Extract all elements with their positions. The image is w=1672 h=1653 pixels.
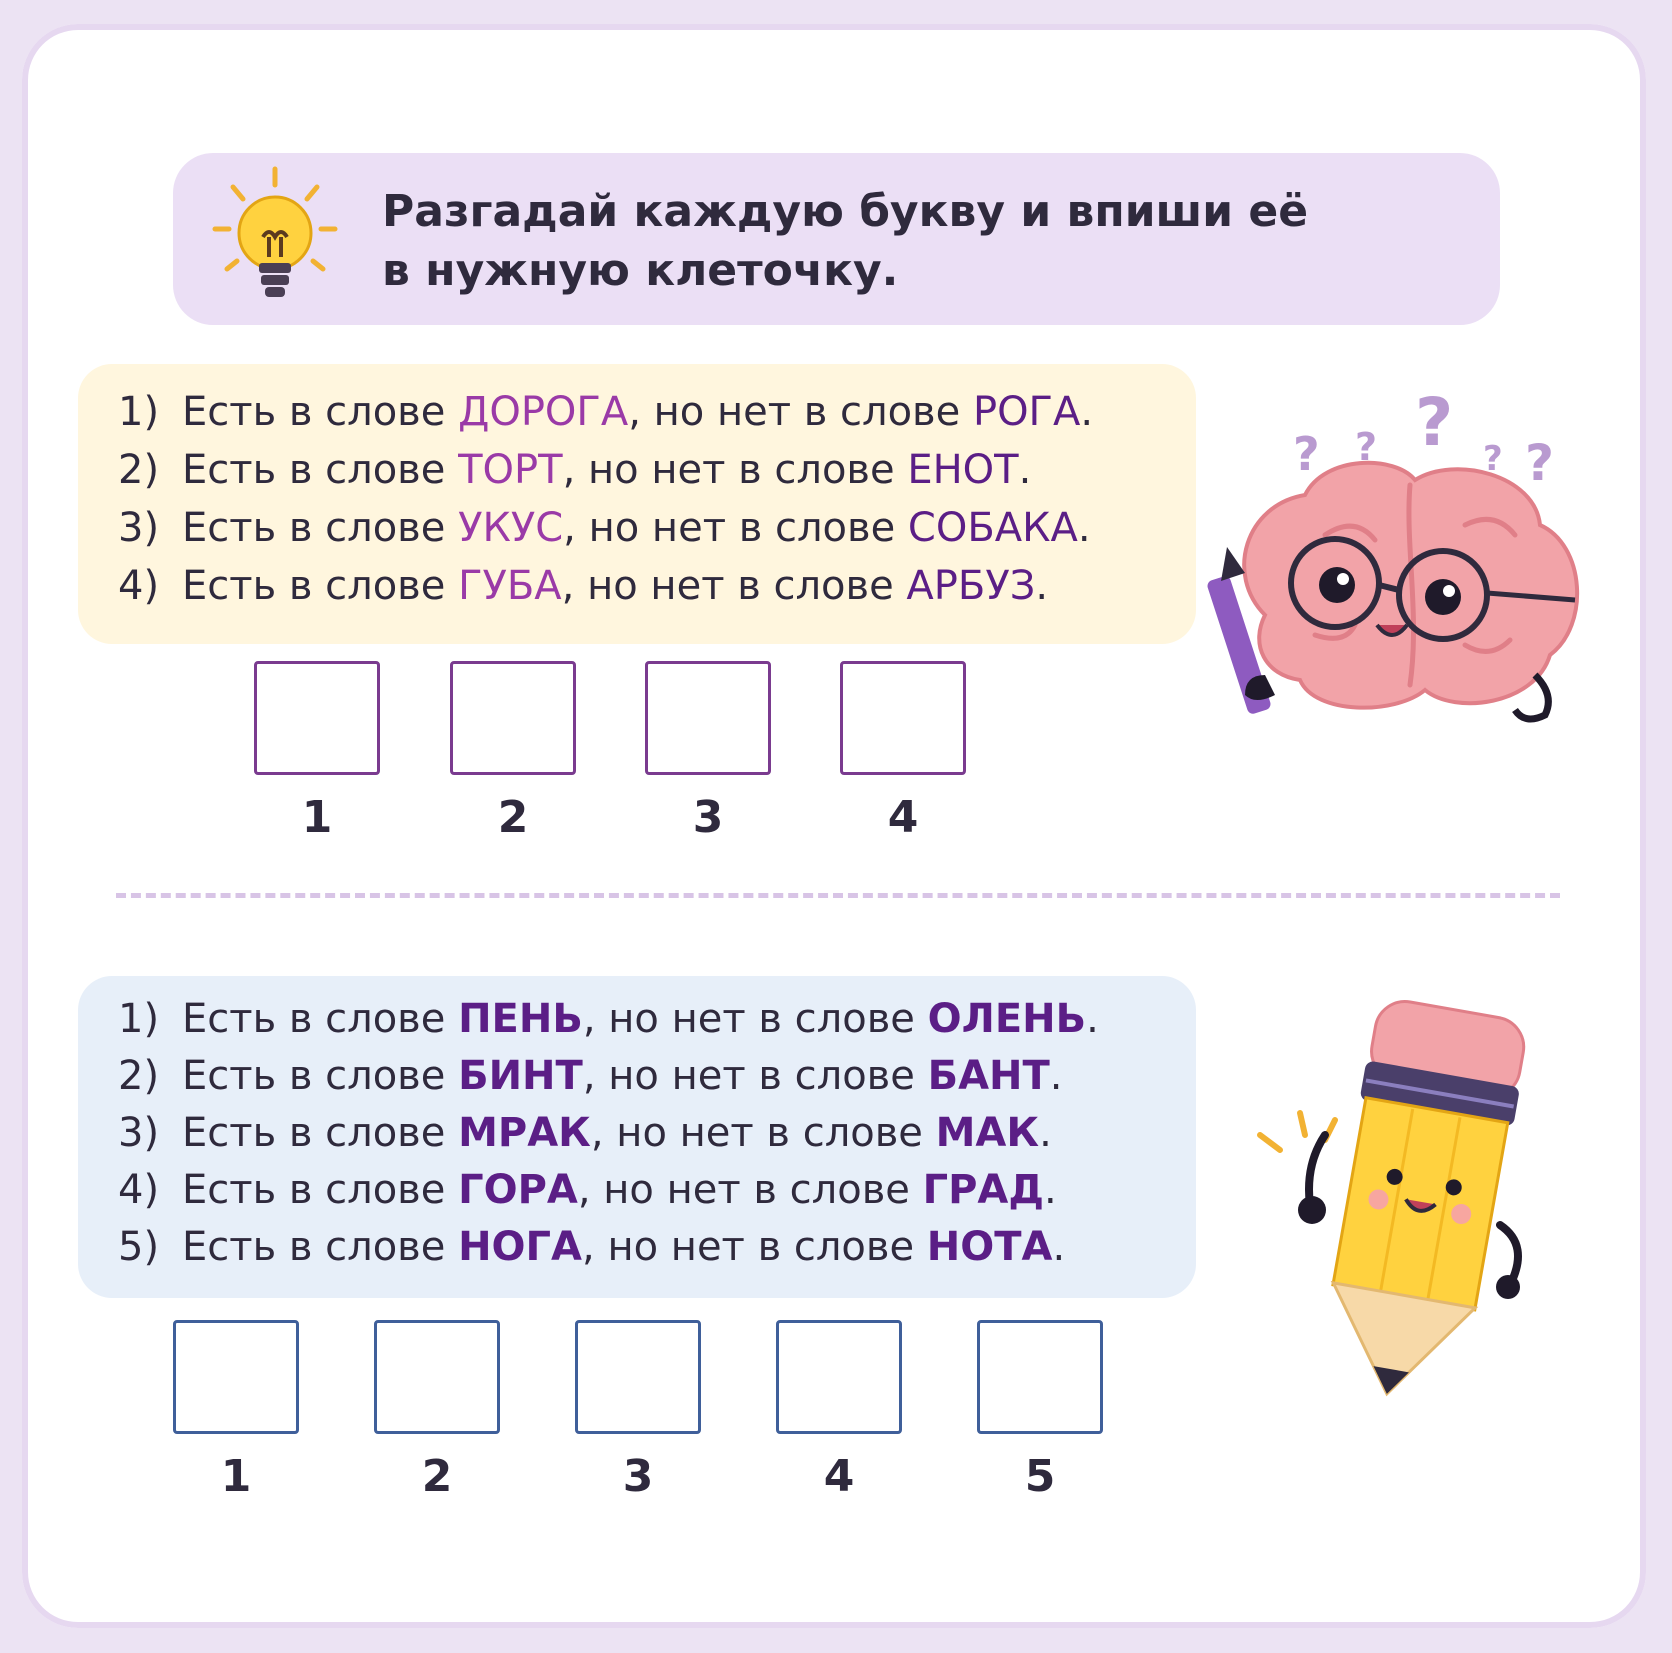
clue-mid: , но нет в слове: [582, 996, 928, 1042]
clue-end: .: [1080, 389, 1094, 435]
clue-number: 2): [118, 447, 160, 493]
clue-lead: Есть в слове: [182, 1053, 459, 1099]
clue-word-has: УКУС: [458, 505, 564, 551]
clue-word-has: МРАК: [458, 1110, 591, 1156]
clue-row: 3) Есть в слове УКУС, но нет в слове СОБА…: [118, 500, 1091, 557]
cell-number: 4: [823, 1451, 855, 1502]
clue-end: .: [1052, 1224, 1066, 1270]
clue-lead: Есть в слове: [182, 1224, 459, 1270]
clue-end: .: [1077, 505, 1091, 551]
clue-word-not: БАНТ: [927, 1053, 1050, 1099]
cell-number: 3: [692, 792, 724, 843]
clue-panel-1: 1)Есть в слове ДОРОГА, но нет в слове РО…: [78, 364, 1196, 644]
clue-word-not: НОТА: [926, 1224, 1053, 1270]
clue-row: 3) Есть в слове МРАК, но нет в слове МАК.: [118, 1105, 1052, 1162]
clue-panel-2: 1)Есть в слове ПЕНЬ, но нет в слове ОЛЕН…: [78, 976, 1196, 1298]
clue-mid: , но нет в слове: [577, 1167, 923, 1213]
clue-word-not: АРБУЗ: [906, 563, 1036, 609]
clue-row: 2) Есть в слове ТОРТ, но нет в слове ЕНОТ…: [118, 442, 1031, 499]
cell-number: 5: [1024, 1451, 1056, 1502]
clue-word-not: МАК: [935, 1110, 1040, 1156]
clue-word-has: НОГА: [458, 1224, 583, 1270]
section-divider: [116, 893, 1560, 898]
svg-text:?: ?: [1293, 427, 1320, 481]
clue-mid: , но нет в слове: [563, 505, 908, 551]
clue-number: 3): [118, 505, 160, 551]
instruction-text: Разгадай каждую букву и впиши её в нужну…: [382, 186, 1309, 296]
svg-text:?: ?: [1483, 439, 1503, 479]
clue-word-not: ЕНОТ: [907, 447, 1019, 493]
clue-mid: , но нет в слове: [582, 1053, 928, 1099]
clue-number: 1): [118, 996, 160, 1042]
cell-number: 1: [301, 792, 333, 843]
clue-number: 4): [118, 1167, 160, 1213]
instruction-panel: [173, 153, 1500, 325]
answer-cell-1[interactable]: [173, 1320, 299, 1434]
clue-lead: Есть в слове: [182, 563, 459, 609]
clue-mid: , но нет в слове: [562, 447, 908, 493]
clue-number: 4): [118, 563, 160, 609]
clue-number: 3): [118, 1110, 160, 1156]
svg-text:?: ?: [1525, 434, 1554, 492]
clue-word-not: ОЛЕНЬ: [927, 996, 1087, 1042]
cell-number: 1: [220, 1451, 252, 1502]
clue-mid: , но нет в слове: [590, 1110, 936, 1156]
clue-lead: Есть в слове: [182, 447, 459, 493]
clue-number: 1): [118, 389, 160, 435]
answer-cell-4[interactable]: [776, 1320, 902, 1434]
clue-lead: Есть в слове: [182, 505, 459, 551]
cell-number: 2: [497, 792, 529, 843]
clue-word-has: ТОРТ: [458, 447, 563, 493]
clue-end: .: [1049, 1053, 1063, 1099]
clue-word-not: ГРАД: [922, 1167, 1044, 1213]
clue-word-has: ГОРА: [458, 1167, 578, 1213]
lightbulb-icon: [212, 166, 338, 297]
clue-word-not: СОБАКА: [907, 505, 1078, 551]
clue-word-not: РОГА: [972, 389, 1081, 435]
clue-number: 2): [118, 1053, 160, 1099]
answer-cell-2[interactable]: [374, 1320, 500, 1434]
clue-lead: Есть в слове: [182, 1167, 459, 1213]
cell-number: 2: [421, 1451, 453, 1502]
clue-row: 5) Есть в слове НОГА, но нет в слове НОТА…: [118, 1219, 1065, 1276]
clue-word-has: БИНТ: [458, 1053, 583, 1099]
clue-number: 5): [118, 1224, 160, 1270]
clue-lead: Есть в слове: [182, 1110, 459, 1156]
clue-word-has: ГУБА: [458, 563, 562, 609]
svg-text:?: ?: [1355, 425, 1377, 469]
answer-cell-2[interactable]: [450, 661, 576, 775]
clue-mid: , но нет в слове: [628, 389, 973, 435]
clue-end: .: [1039, 1110, 1052, 1156]
svg-text:?: ?: [1415, 385, 1453, 461]
clue-end: .: [1018, 447, 1032, 493]
clue-end: .: [1044, 1167, 1057, 1213]
answer-cell-5[interactable]: [977, 1320, 1103, 1434]
clue-lead: Есть в слове: [182, 996, 459, 1042]
clue-lead: Есть в слове: [182, 389, 459, 435]
answer-cell-3[interactable]: [575, 1320, 701, 1434]
brain-character: ? ? ? ? ?: [1207, 385, 1580, 723]
cell-number: 3: [622, 1451, 654, 1502]
answer-cell-3[interactable]: [645, 661, 771, 775]
clue-row: 4) Есть в слове ГОРА, но нет в слове ГРАД…: [118, 1162, 1057, 1219]
clue-word-has: ПЕНЬ: [458, 996, 583, 1042]
clue-row: 2) Есть в слове БИНТ, но нет в слове БАНТ…: [118, 1048, 1063, 1105]
clue-row: 1) Есть в слове ДОРОГА, но нет в слове РО…: [118, 384, 1093, 441]
answer-cell-1[interactable]: [254, 661, 380, 775]
pencil-character: [1257, 1000, 1526, 1397]
answer-cell-4[interactable]: [840, 661, 966, 775]
clue-row: 1) Есть в слове ПЕНЬ, но нет в слове ОЛЕН…: [118, 991, 1099, 1048]
clue-mid: , но нет в слове: [561, 563, 907, 609]
clue-mid: , но нет в слове: [582, 1224, 927, 1270]
clue-row: 4) Есть в слове ГУБА, но нет в слове АРБУ…: [118, 558, 1048, 615]
cell-number: 4: [887, 792, 919, 843]
clue-end: .: [1086, 996, 1099, 1042]
clue-word-has: ДОРОГА: [458, 389, 629, 435]
clue-end: .: [1035, 563, 1049, 609]
